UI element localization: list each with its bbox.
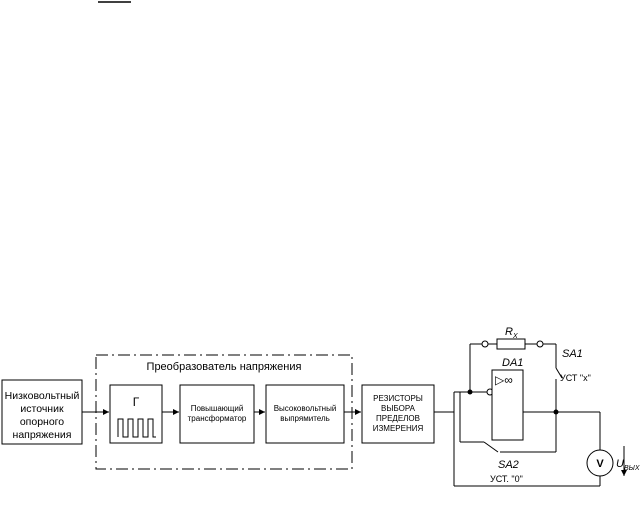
uout-label-main: U [616,458,624,470]
circuit-wires [434,343,601,487]
rectifier-line-2: выпрямитель [280,414,330,423]
rx-resistor: RX [496,326,526,350]
generator-block: Г [109,384,163,444]
terminal-rx-left [481,340,489,348]
source-line-4: напряжения [13,429,72,441]
voltmeter: V [586,449,614,477]
resistors-line-2: ВЫБОРА [381,404,416,413]
resistors-block: РЕЗИСТОРЫ ВЫБОРА ПРЕДЕЛОВ ИЗМЕРЕНИЯ [361,384,435,444]
junction-dots [467,389,559,415]
sa1-label: SA1 [562,348,583,360]
transformer-line-1: Повышающий [191,404,244,413]
transformer-block: Повышающий трансформатор [179,384,255,444]
sa2-mode-label: УСТ. "0" [490,474,523,484]
resistors-line-4: ИЗМЕРЕНИЯ [373,424,424,433]
rx-label: RX [505,326,518,340]
transformer-line-2: трансформатор [188,414,247,423]
source-line-1: Низковольтный [5,390,80,402]
resistors-line-1: РЕЗИСТОРЫ [373,394,423,403]
voltmeter-symbol: V [596,458,604,470]
uout-label: UВЫХ [616,458,640,472]
source-line-3: опорного [20,416,64,428]
source-line-2: источник [20,403,64,415]
rectifier-block: Высоковольтный выпрямитель [265,384,345,444]
opamp-symbol: ▷∞ [495,373,513,387]
rectifier-line-1: Высоковольтный [274,404,337,413]
rx-label-main: R [505,326,513,338]
opamp-da1: DA1 ▷∞ [491,357,524,441]
pulse-waveform-icon [117,418,156,438]
resistors-line-3: ПРЕДЕЛОВ [376,414,420,423]
uout-label-sub: ВЫХ [624,465,640,472]
sa2-label: SA2 [498,459,519,471]
generator-label: Г [133,395,140,409]
source-block: Низковольтный источник опорного напряжен… [1,379,83,445]
terminal-rx-right [536,340,544,348]
sa1-mode-label: УСТ "x" [560,373,591,383]
da1-label: DA1 [502,357,523,369]
converter-title: Преобразователь напряжения [147,361,302,373]
rx-label-sub: X [512,333,518,340]
